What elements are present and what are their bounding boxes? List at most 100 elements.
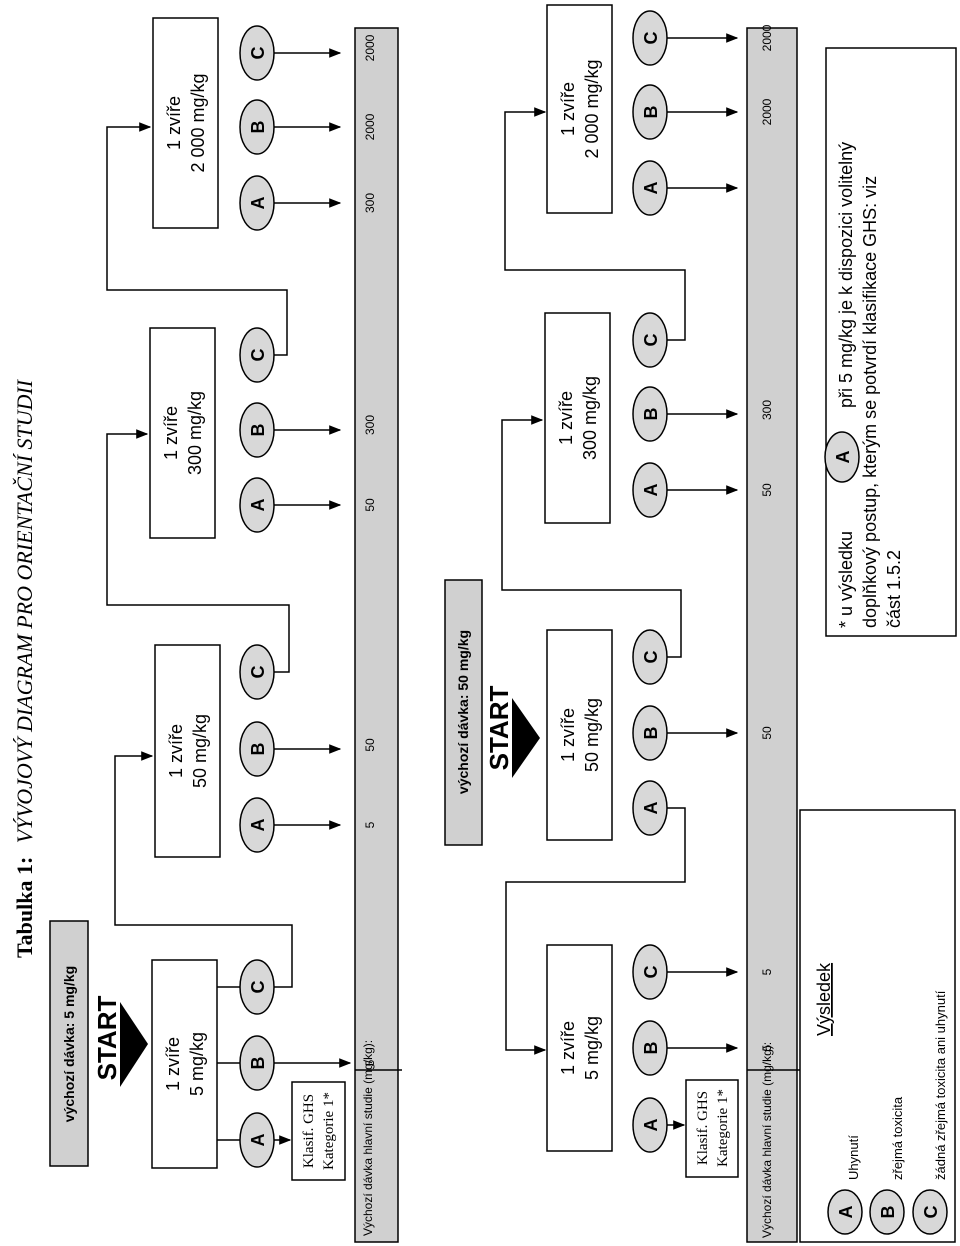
svg-text:5: 5 <box>760 968 774 975</box>
top-box-2000 <box>152 17 219 229</box>
svg-text:C: C <box>641 334 661 347</box>
footnote-line1b: při 5 mg/kg je k dispozici volitelný <box>836 142 856 408</box>
bottom-box-300 <box>544 312 611 524</box>
svg-text:A: A <box>248 499 268 512</box>
legend-title: Výsledek <box>814 962 834 1036</box>
svg-text:300: 300 <box>363 193 377 213</box>
bottom-connector-300-to-2000 <box>504 107 686 341</box>
footnote-line2: doplňkový postup, kterým se potvrdí klas… <box>860 176 880 628</box>
svg-text:5 mg/kg: 5 mg/kg <box>187 1032 207 1096</box>
svg-text:A: A <box>248 819 268 832</box>
top-ghs-box <box>291 1081 346 1181</box>
svg-text:A: A <box>641 802 661 815</box>
svg-text:2000: 2000 <box>363 34 377 61</box>
bottom-outcomes-50: A B C <box>632 629 668 836</box>
legend-c-text: žádná zřejmá toxicita ani uhynutí <box>933 990 948 1180</box>
svg-text:300 mg/kg: 300 mg/kg <box>185 391 205 475</box>
top-flowchart: výchozí dávka: 5 mg/kg START 1 zvíře 5 m… <box>49 17 402 1243</box>
svg-text:C: C <box>248 349 268 362</box>
top-connector-50-to-300 <box>106 429 290 673</box>
svg-text:1 zvíře: 1 zvíře <box>163 1037 183 1091</box>
svg-text:5: 5 <box>363 821 377 828</box>
top-box-5 <box>151 959 218 1169</box>
bottom-box-2000 <box>546 4 613 214</box>
svg-text:C: C <box>641 651 661 664</box>
svg-text:B: B <box>641 106 661 119</box>
legend-a-text: Uhynutí <box>846 1135 861 1180</box>
legend-a-icon <box>827 1189 863 1235</box>
svg-text:1 zvíře: 1 zvíře <box>558 82 578 136</box>
top-connector-5-to-50 <box>114 751 293 988</box>
bottom-outcomes-2000: A B C <box>632 10 668 216</box>
legend-frame <box>799 809 956 1243</box>
svg-text:A: A <box>641 1119 661 1132</box>
svg-text:2000: 2000 <box>363 113 377 140</box>
bottom-start-label: START <box>484 686 514 771</box>
bottom-box-5 <box>546 944 613 1152</box>
top-connector-300-to-2000 <box>106 122 288 356</box>
svg-text:50: 50 <box>760 726 774 740</box>
top-outcomes-300: A B C <box>239 327 275 533</box>
svg-text:B: B <box>248 1057 268 1070</box>
bottom-outcomes-300: A B C <box>632 312 668 518</box>
svg-text:300: 300 <box>363 415 377 435</box>
svg-text:C: C <box>248 47 268 60</box>
footnote-a-icon <box>824 431 860 483</box>
top-outcomes-5: A B C <box>239 959 275 1168</box>
svg-text:B: B <box>641 727 661 740</box>
svg-text:2 000 mg/kg: 2 000 mg/kg <box>188 73 208 172</box>
top-start-label: START <box>92 996 122 1081</box>
svg-text:Kategorie 1*: Kategorie 1* <box>715 1089 731 1167</box>
svg-text:1 zvíře: 1 zvíře <box>558 1021 578 1075</box>
footnote-line1a: * u výsledku <box>836 531 856 628</box>
svg-text:A: A <box>641 484 661 497</box>
svg-text:Kategorie 1*: Kategorie 1* <box>321 1092 337 1170</box>
top-start-dose-label: výchozí dávka: 5 mg/kg <box>61 966 77 1122</box>
svg-text:300: 300 <box>760 400 774 420</box>
svg-text:1 zvíře: 1 zvíře <box>166 724 186 778</box>
svg-text:B: B <box>248 424 268 437</box>
svg-text:Klasif. GHS: Klasif. GHS <box>695 1091 711 1165</box>
svg-text:1 zvíře: 1 zvíře <box>161 406 181 460</box>
top-outcomes-2000: A B C <box>239 25 275 231</box>
svg-text:2000: 2000 <box>760 24 774 51</box>
svg-text:300 mg/kg: 300 mg/kg <box>580 376 600 460</box>
top-start-arrow-icon <box>120 1002 148 1087</box>
svg-text:1 zvíře: 1 zvíře <box>558 708 578 762</box>
legend-c-icon <box>912 1189 948 1235</box>
top-start-dose-box <box>49 920 89 1167</box>
svg-text:C: C <box>248 666 268 679</box>
svg-text:A: A <box>641 182 661 195</box>
bottom-box-50 <box>546 629 613 841</box>
svg-text:B: B <box>248 121 268 134</box>
legend-b-icon <box>869 1189 905 1235</box>
bottom-start-arrow-icon <box>512 698 540 778</box>
svg-text:50: 50 <box>760 483 774 497</box>
bottom-flowchart: výchozí dávka: 50 mg/kg START 1 zvíře 5 … <box>444 4 800 1243</box>
svg-text:50: 50 <box>363 498 377 512</box>
bottom-start-dose-label: výchozí dávka: 50 mg/kg <box>455 630 471 794</box>
bottom-connector-50-to-5 <box>505 807 686 1055</box>
svg-text:1 zvíře: 1 zvíře <box>556 391 576 445</box>
top-bar-label: Výchozí dávka hlavní studie (mg/kg): <box>361 1040 375 1236</box>
svg-text:A: A <box>248 197 268 210</box>
legend-box: Výsledek A Uhynutí B zřejmá toxicita C ž… <box>799 809 956 1243</box>
bottom-connector-50-to-300 <box>501 415 682 658</box>
legend-b-text: zřejmá toxicita <box>890 1096 905 1180</box>
svg-text:B: B <box>248 743 268 756</box>
top-box-50 <box>154 644 221 858</box>
svg-text:C: C <box>641 32 661 45</box>
bottom-ghs-box <box>685 1079 739 1178</box>
svg-text:C: C <box>248 981 268 994</box>
footnote-box: * u výsledku A při 5 mg/kg je k dispozic… <box>824 47 957 637</box>
svg-text:A: A <box>833 451 853 464</box>
svg-text:A: A <box>248 1134 268 1147</box>
top-outcomes-50: A B C <box>239 644 275 853</box>
top-dose-bar <box>354 27 399 1243</box>
svg-text:50: 50 <box>363 738 377 752</box>
svg-text:2 000 mg/kg: 2 000 mg/kg <box>582 59 602 158</box>
table-title: Tabulka 1: VÝVOJOVÝ DIAGRAM PRO ORIENTAČ… <box>12 378 37 958</box>
bottom-bar-label: Výchozí dávka hlavní studie (mg/kg): <box>760 1042 774 1238</box>
footnote-line3: část 1.5.2 <box>884 550 904 628</box>
svg-text:C: C <box>641 966 661 979</box>
